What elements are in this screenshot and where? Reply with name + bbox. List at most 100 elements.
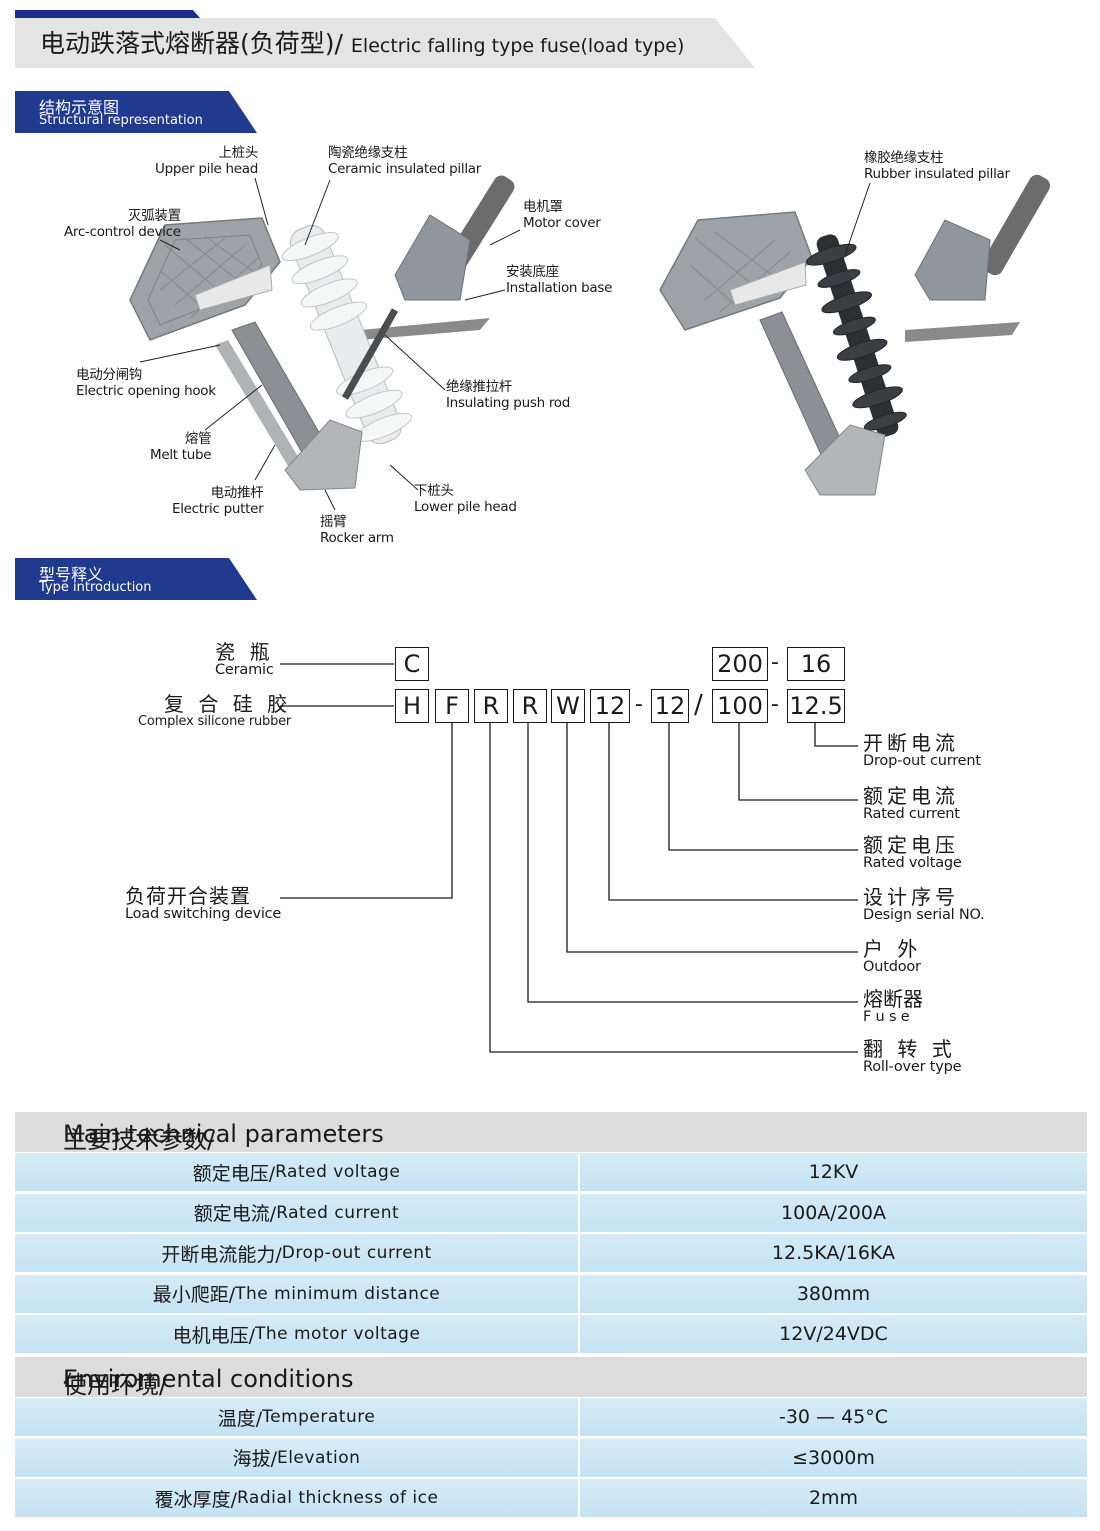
- param-en: Radial thickness of ice: [236, 1488, 439, 1508]
- param-cn: 最小爬距/: [152, 1284, 236, 1306]
- tlabel-en: Design serial NO.: [863, 907, 985, 923]
- param-value: ≤3000m: [580, 1438, 1087, 1477]
- tlabel-cn: 开断电流: [863, 731, 959, 755]
- param-en: Rated voltage: [275, 1162, 401, 1182]
- code-slash: /: [694, 690, 703, 720]
- tlabel-serial: 设计序号 Design serial NO.: [863, 885, 985, 924]
- tlabel-en: Rated voltage: [863, 855, 962, 871]
- fuse-illustration: [129, 174, 1051, 511]
- param-en: The minimum distance: [235, 1283, 441, 1304]
- label-lower-pile-head: 下桩头 Lower pile head: [414, 483, 517, 515]
- param-cn: 额定电压/: [192, 1162, 276, 1185]
- env-title-cn: 使用环境/: [63, 1371, 168, 1399]
- tlabel-ceramic: 瓷 瓶 Ceramic: [215, 640, 274, 679]
- tlabel-en: F u s e: [863, 1009, 910, 1025]
- env-title-en: Enviromental conditions: [63, 1365, 354, 1393]
- title-en: Electric falling type fuse(load type): [350, 35, 685, 57]
- label-cn: 下桩头: [414, 483, 454, 499]
- tlabel-cn: 额定电压: [863, 833, 959, 857]
- table-row: 额定电压/Rated voltage 12KV: [15, 1153, 1087, 1194]
- section-tag-type-intro: 型号释义 Type introduction: [15, 558, 257, 600]
- label-ceramic-pillar: 陶瓷绝缘支柱 Ceramic insulated pillar: [328, 145, 481, 177]
- tlabel-en: Outdoor: [863, 959, 921, 975]
- param-name: 电机电压/The motor voltage: [15, 1315, 578, 1353]
- param-value: 380mm: [580, 1274, 1087, 1313]
- main-params-table: 额定电压/Rated voltage 12KV 额定电流/Rated curre…: [15, 1153, 1087, 1356]
- label-cn: 上桩头: [218, 145, 259, 161]
- label-rocker-arm: 摇臂 Rocker arm: [320, 514, 394, 546]
- tlabel-en: Drop-out current: [863, 753, 981, 769]
- tlabel-cn: 额定电流: [863, 784, 959, 808]
- table-row: 最小爬距/ The minimum distance 380mm: [15, 1274, 1087, 1316]
- title-accent-bar: [15, 10, 200, 18]
- code-box-12-5: 12.5: [787, 689, 845, 723]
- label-en: Installation base: [506, 280, 613, 296]
- code-box-16: 16: [787, 647, 845, 681]
- code-box-R1: R: [474, 689, 508, 723]
- code-box-W: W: [551, 689, 585, 723]
- section-type-cn: 型号释义: [39, 565, 104, 584]
- param-name: 额定电压/Rated voltage: [15, 1153, 578, 1191]
- label-electric-putter: 电动推杆 Electric putter: [172, 485, 264, 517]
- label-en: Lower pile head: [414, 499, 517, 515]
- param-name: 海拔/Elevation: [15, 1438, 578, 1477]
- code-box-12b: 12: [651, 689, 689, 723]
- env-table: 温度/Temperature -30 — 45°C 海拔/Elevation ≤…: [15, 1398, 1087, 1520]
- code-dash-2: -: [771, 692, 779, 717]
- label-cn: 橡胶绝缘支柱: [864, 150, 944, 166]
- title-cn: 电动跌落式熔断器(负荷型): [40, 29, 335, 58]
- label-en: Arc-control device: [64, 224, 181, 240]
- tlabel-rated-current: 额定电流 Rated current: [863, 784, 960, 823]
- code-dash-top: -: [771, 650, 779, 675]
- param-cn: 海拔/: [232, 1448, 277, 1470]
- param-cn: 额定电流/: [193, 1203, 277, 1225]
- code-row-main: H F R R W 12 - 12 / 100 - 12.5: [0, 689, 1100, 723]
- tlabel-cn: 设计序号: [863, 885, 959, 909]
- tlabel-cn: 复 合 硅 胶: [164, 692, 292, 716]
- label-installation-base: 安装底座 Installation base: [506, 264, 612, 296]
- tlabel-fuse: 熔断器 F u s e: [863, 987, 923, 1026]
- param-cn: 电机电压/: [172, 1324, 255, 1347]
- tlabel-rollover: 翻 转 式 Roll-over type: [863, 1039, 962, 1076]
- label-en: Upper pile head: [155, 161, 259, 177]
- param-cn: 开断电流能力/: [161, 1243, 282, 1266]
- label-cn: 摇臂: [320, 514, 347, 530]
- tlabel-cn: 瓷 瓶: [215, 640, 274, 664]
- label-cn: 电机罩: [523, 199, 563, 215]
- param-value: 12KV: [580, 1153, 1087, 1191]
- env-title: 使用环境/Enviromental conditions: [15, 1357, 1087, 1399]
- tlabel-dropout: 开断电流 Drop-out current: [863, 731, 981, 770]
- code-dash-1: -: [635, 692, 643, 717]
- param-en: Elevation: [276, 1447, 361, 1468]
- param-value: 12.5KA/16KA: [580, 1234, 1087, 1272]
- param-value: -30 — 45°C: [580, 1398, 1087, 1436]
- param-value: 2mm: [580, 1479, 1087, 1517]
- label-rubber-pillar: 橡胶绝缘支柱 Rubber insulated pillar: [864, 150, 1010, 182]
- label-en: Ceramic insulated pillar: [328, 161, 481, 177]
- table-row: 电机电压/The motor voltage 12V/24VDC: [15, 1315, 1087, 1356]
- label-en: Motor cover: [523, 215, 601, 231]
- label-opening-hook: 电动分闸钩 Electric opening hook: [76, 367, 216, 399]
- param-value: 12V/24VDC: [580, 1315, 1087, 1353]
- tlabel-cn: 负荷开合装置: [125, 884, 251, 908]
- tlabel-cn: 熔断器: [863, 987, 923, 1011]
- label-upper-pile-head: 上桩头 Upper pile head: [155, 145, 258, 177]
- param-en: The motor voltage: [254, 1324, 421, 1344]
- page-title: 电动跌落式熔断器(负荷型)/ Electric falling type fus…: [40, 24, 684, 60]
- tlabel-load-switch: 负荷开合装置 Load switching device: [125, 884, 281, 923]
- label-melt-tube: 熔管 Melt tube: [150, 431, 212, 463]
- label-cn: 灭弧装置: [128, 208, 181, 224]
- tlabel-en: Ceramic: [215, 662, 274, 678]
- param-name: 开断电流能力/Drop-out current: [15, 1234, 578, 1272]
- section-tag-structure: 结构示意图 Structural representation: [15, 91, 257, 133]
- param-en: Rated current: [276, 1202, 400, 1223]
- code-box-200: 200: [712, 647, 768, 681]
- label-cn: 熔管: [184, 431, 212, 447]
- section-structure-en: Structural representation: [39, 113, 203, 128]
- param-en: Drop-out current: [281, 1243, 432, 1263]
- label-en: Rocker arm: [320, 530, 394, 546]
- tlabel-cn: 户 外: [863, 937, 922, 961]
- label-en: Electric opening hook: [76, 383, 216, 399]
- table-row: 海拔/Elevation ≤3000m: [15, 1438, 1087, 1480]
- param-name: 额定电流/Rated current: [15, 1193, 578, 1232]
